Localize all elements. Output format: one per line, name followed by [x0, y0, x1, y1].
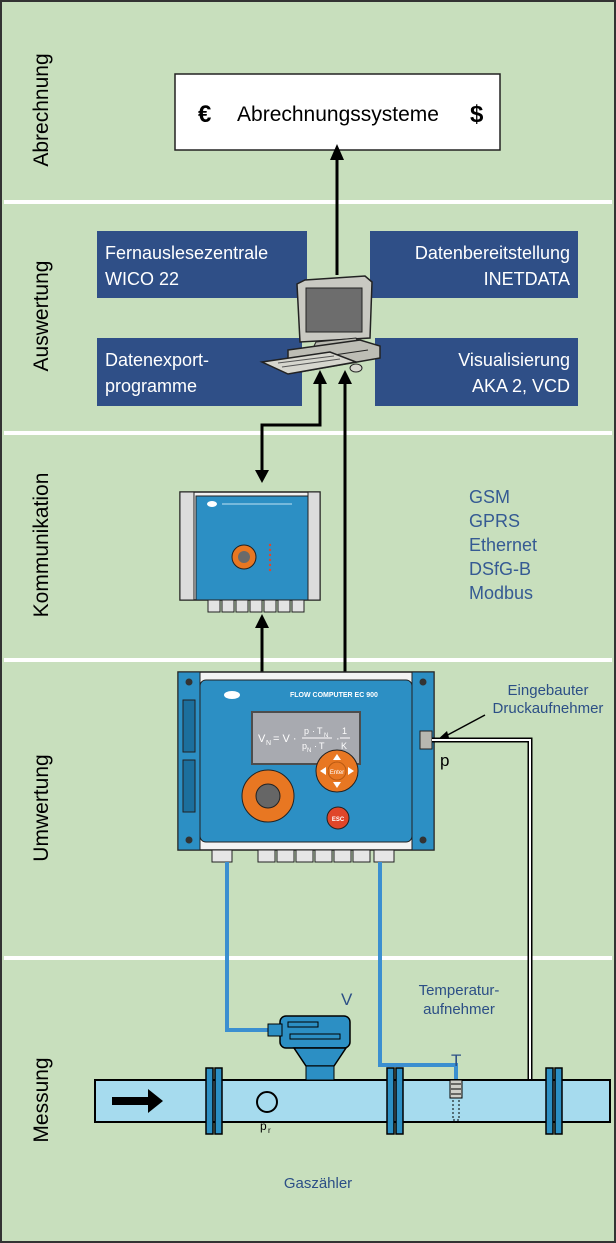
protocol-modbus: Modbus: [469, 583, 533, 603]
enter-key-label: Enter: [330, 770, 344, 776]
device-brand: FLOW COMPUTER EC 900: [290, 692, 378, 699]
section-label-auswertung: Auswertung: [30, 261, 53, 372]
svg-text:N: N: [324, 733, 328, 739]
volume-symbol: V: [341, 990, 353, 1009]
svg-text:p: p: [302, 741, 307, 751]
svg-text:V: V: [258, 733, 266, 745]
temperature-sensor: Temperatur- aufnehmer T: [419, 982, 500, 1121]
svg-text:1: 1: [342, 726, 347, 736]
protocol-gprs: GPRS: [469, 511, 520, 531]
svg-text:T: T: [319, 741, 325, 751]
device-cable-glands: [211, 849, 395, 863]
communication-modem: [179, 491, 321, 613]
visualization-line1: Visualisierung: [458, 350, 570, 370]
data-provision-line2: INETDATA: [484, 269, 570, 289]
temperature-callout-line1: Temperatur-: [419, 982, 500, 999]
remote-readout-line1: Fernauslesezentrale: [105, 243, 268, 263]
section-label-abrechnung: Abrechnung: [30, 53, 53, 166]
box-data-provision: Datenbereitstellung INETDATA: [370, 231, 578, 298]
divider-1: [4, 200, 612, 204]
conversion-formula: V N = V · p · T N p N · T · 1 K: [258, 726, 350, 754]
gas-meter: V: [267, 990, 353, 1081]
protocol-dsfg-b: DSfG-B: [469, 559, 531, 579]
modem-logo: [207, 501, 217, 507]
temperature-cable: [378, 862, 458, 1082]
box-remote-readout: Fernauslesezentrale WICO 22: [97, 231, 307, 298]
visualization-line2: AKA 2, VCD: [472, 376, 570, 396]
flow-direction-arrow: [112, 1089, 163, 1113]
data-provision-line1: Datenbereitstellung: [415, 243, 570, 263]
billing-systems-box: € Abrechnungssysteme $: [174, 73, 501, 151]
svg-text:·: ·: [312, 726, 315, 736]
device-logo: [224, 691, 240, 699]
box-data-export: Datenexport- programme: [97, 338, 302, 406]
svg-text:N: N: [266, 740, 271, 747]
divider-4: [4, 956, 612, 960]
svg-text:T: T: [317, 726, 323, 736]
dollar-symbol: $: [470, 101, 484, 128]
computer-icon: [259, 275, 381, 375]
svg-text:·: ·: [336, 733, 340, 745]
svg-text:K: K: [341, 741, 347, 751]
section-label-kommunikation: Kommunikation: [30, 473, 53, 618]
volume-cable: [225, 862, 278, 1032]
divider-3: [4, 658, 612, 662]
signal-cables: [225, 862, 458, 1082]
section-label-messung: Messung: [30, 1057, 53, 1142]
svg-text:= V ·: = V ·: [273, 733, 297, 745]
euro-symbol: €: [198, 101, 211, 128]
flow-computer-device: FLOW COMPUTER EC 900 V N = V · p · T N p…: [177, 671, 435, 863]
esc-button: ESC: [326, 806, 350, 830]
pressure-symbol: p: [440, 751, 449, 770]
section-label-umwertung: Umwertung: [30, 754, 53, 861]
svg-text:p: p: [304, 726, 309, 736]
svg-text:N: N: [307, 748, 311, 754]
billing-title: Abrechnungssysteme: [237, 103, 439, 126]
temperature-callout-line2: aufnehmer: [423, 1001, 495, 1018]
data-export-line1: Datenexport-: [105, 350, 209, 370]
pressure-callout-line1: Eingebauter: [508, 682, 589, 699]
pressure-callout-line2: Druckaufnehmer: [493, 700, 604, 717]
data-export-line2: programme: [105, 376, 197, 396]
remote-readout-line2: WICO 22: [105, 269, 179, 289]
temperature-symbol: T: [451, 1051, 461, 1070]
navigation-pad: Enter: [315, 749, 359, 793]
gas-meter-label: Gaszähler: [284, 1175, 352, 1192]
line-computer-to-modem: [260, 378, 322, 475]
protocol-ethernet: Ethernet: [469, 535, 537, 555]
gas-pipe: p r: [94, 1067, 611, 1135]
svg-text:·: ·: [314, 741, 317, 751]
box-visualization: Visualisierung AKA 2, VCD: [375, 338, 578, 406]
divider-2: [4, 431, 612, 435]
esc-key-label: ESC: [332, 817, 345, 823]
meter-pressure-symbol: p: [260, 1119, 267, 1133]
pressure-tap: [256, 1091, 278, 1113]
protocol-gsm: GSM: [469, 487, 510, 507]
meter-pressure-sub: r: [268, 1126, 271, 1135]
pressure-sensor-fitting: [419, 730, 433, 750]
communication-protocols: GSM GPRS Ethernet DSfG-B Modbus: [469, 487, 537, 603]
section-dividers: [4, 200, 612, 960]
